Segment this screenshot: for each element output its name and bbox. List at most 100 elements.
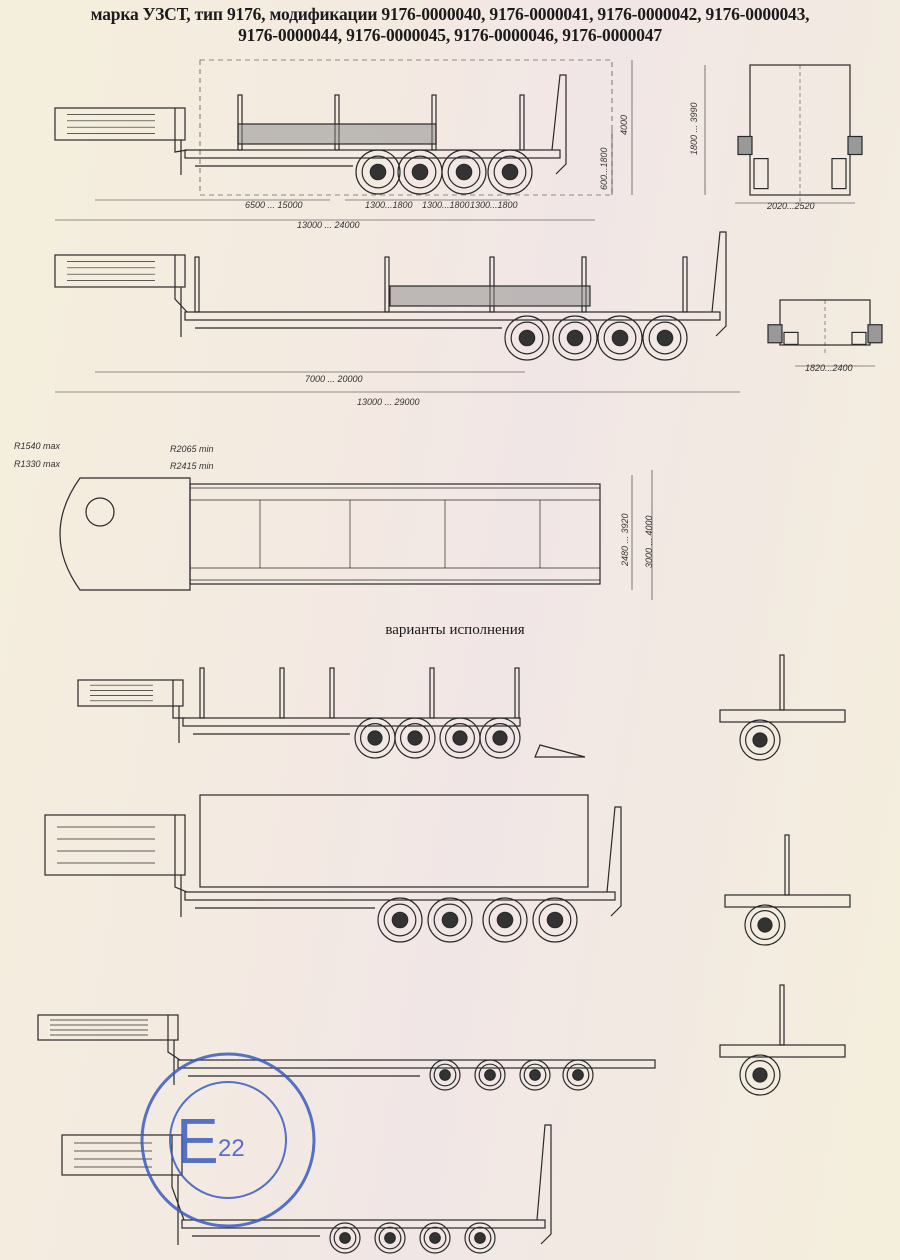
wheel bbox=[562, 1059, 594, 1091]
gooseneck-neck bbox=[174, 255, 188, 313]
wheel-hub bbox=[496, 911, 514, 929]
stake bbox=[489, 256, 495, 313]
stake bbox=[682, 256, 688, 313]
wheel-hub bbox=[572, 1069, 584, 1081]
wheel-rim bbox=[468, 1226, 492, 1250]
variants-heading: варианты исполнения bbox=[385, 622, 525, 638]
wheel bbox=[739, 1054, 781, 1096]
variant-2-rear-side bbox=[724, 834, 851, 946]
wheel-rim bbox=[433, 1063, 457, 1087]
dim-rear-height: 1800 ... 3990 bbox=[689, 102, 699, 155]
wheel-hub bbox=[384, 1232, 396, 1244]
wheel-rim bbox=[510, 321, 544, 355]
small-deck bbox=[724, 894, 851, 908]
wheel-rim bbox=[603, 321, 637, 355]
wheel bbox=[441, 149, 487, 195]
variant-4-side-view bbox=[61, 1124, 552, 1254]
loading-ramp bbox=[711, 231, 727, 337]
wheel-hub bbox=[474, 1232, 486, 1244]
variant-2-side-view bbox=[44, 794, 622, 943]
small-deck bbox=[719, 709, 846, 723]
wheel-rim bbox=[488, 903, 522, 937]
wheel-hub bbox=[752, 1067, 768, 1083]
wheel-hub bbox=[757, 917, 773, 933]
wheel-hub bbox=[611, 329, 629, 347]
wheel-hub bbox=[529, 1069, 541, 1081]
wheel bbox=[355, 149, 401, 195]
stake bbox=[279, 667, 285, 719]
wheel-hub bbox=[452, 730, 468, 746]
document-title: марка УЗСТ, тип 9176, модификации 9176-0… bbox=[0, 4, 900, 46]
wheel bbox=[377, 897, 423, 943]
wheel bbox=[419, 1222, 451, 1254]
gooseneck-neck bbox=[174, 108, 188, 153]
loading-ramp bbox=[551, 74, 567, 175]
dim-overall-length-1: 13000 ... 24000 bbox=[297, 220, 360, 230]
wheel-hub bbox=[441, 911, 459, 929]
dim-plan-width-inner: 2480 ... 3920 bbox=[620, 513, 630, 567]
dim-kingpin-axle-1: 6500 ... 15000 bbox=[245, 200, 303, 210]
gooseneck bbox=[37, 1014, 179, 1041]
wheel-rim bbox=[383, 903, 417, 937]
dim-height-1: 4000 bbox=[619, 115, 629, 135]
wheel-rim bbox=[538, 903, 572, 937]
wheel bbox=[744, 904, 786, 946]
wheel-rim bbox=[485, 722, 516, 753]
wheel-hub bbox=[752, 732, 768, 748]
gooseneck bbox=[44, 814, 186, 876]
stake bbox=[514, 667, 520, 719]
wheel bbox=[532, 897, 578, 943]
rear-light-right bbox=[867, 324, 883, 344]
ramp-wedge bbox=[534, 744, 586, 758]
stake bbox=[384, 256, 390, 313]
wheel-hub bbox=[656, 329, 674, 347]
stake bbox=[429, 667, 435, 719]
wheel-rim bbox=[445, 722, 476, 753]
stake bbox=[237, 94, 243, 151]
small-stake bbox=[779, 654, 785, 711]
wheel-hub bbox=[518, 329, 536, 347]
small-deck bbox=[719, 1044, 846, 1058]
rear-wheel-left bbox=[783, 331, 799, 345]
wheel-hub bbox=[429, 1232, 441, 1244]
deck bbox=[184, 891, 616, 901]
plan-view bbox=[59, 477, 601, 591]
wheel-rim bbox=[433, 903, 467, 937]
variant-3-rear-side bbox=[719, 984, 846, 1096]
dim-rear-track-2: 1820...2400 bbox=[805, 363, 853, 373]
dim-axle-spacing-1: 1300...1800 bbox=[365, 200, 413, 210]
wheel-rim bbox=[493, 155, 527, 189]
variant-1-rear-side bbox=[719, 654, 846, 761]
rear-light-left bbox=[737, 135, 753, 156]
wheel bbox=[474, 1059, 506, 1091]
certification-stamp: E 22 bbox=[140, 1052, 316, 1228]
plan-deck bbox=[189, 483, 601, 585]
stamp-letter: E bbox=[176, 1105, 219, 1177]
stake bbox=[519, 94, 525, 151]
wheel-hub bbox=[492, 730, 508, 746]
wheel bbox=[479, 717, 521, 759]
wheel-rim bbox=[478, 1063, 502, 1087]
wheel-hub bbox=[339, 1232, 351, 1244]
wheel-hub bbox=[439, 1069, 451, 1081]
wheel-rim bbox=[361, 155, 395, 189]
wheel-rim bbox=[403, 155, 437, 189]
side-board bbox=[389, 285, 591, 307]
stamp-inner-ring bbox=[169, 1081, 287, 1199]
dim-deck-height: 600...1800 bbox=[599, 147, 609, 190]
rear-light-left bbox=[767, 324, 783, 344]
deck bbox=[182, 717, 521, 727]
rear-wheel-right bbox=[851, 331, 867, 345]
rear-wheel-left bbox=[753, 158, 769, 190]
wheel-hub bbox=[411, 163, 429, 181]
dim-radius-1: R1540 max bbox=[14, 441, 61, 451]
gooseneck bbox=[61, 1134, 183, 1176]
wheel bbox=[597, 315, 643, 361]
side-view-1 bbox=[54, 74, 567, 195]
stake bbox=[431, 94, 437, 151]
stake bbox=[581, 256, 587, 313]
deck bbox=[181, 1219, 546, 1229]
gooseneck-neck bbox=[174, 815, 188, 893]
title-line-2: 9176-0000044, 9176-0000045, 9176-0000046… bbox=[238, 25, 662, 45]
